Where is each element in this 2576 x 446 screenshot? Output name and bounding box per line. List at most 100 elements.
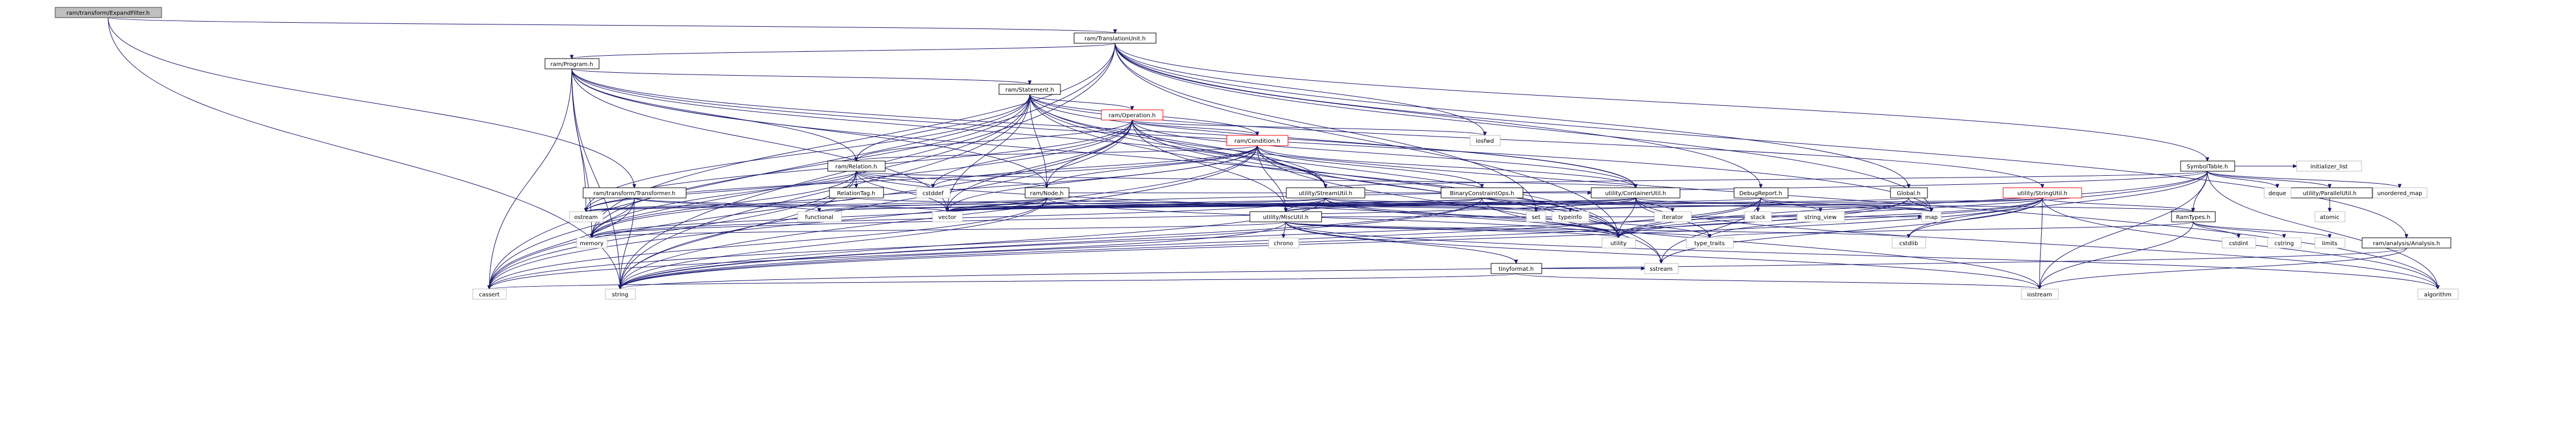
node-label: ram/Condition.h bbox=[1235, 138, 1281, 144]
node-box bbox=[1551, 211, 1590, 222]
node-box bbox=[569, 211, 604, 222]
edge-miscutil-to-cassert bbox=[489, 221, 1286, 289]
edge-transformer-to-string bbox=[620, 197, 635, 289]
edge-stringutil-to-ramtypes bbox=[2042, 197, 2193, 212]
graph-node-symboltable[interactable]: SymbolTable.h bbox=[2180, 160, 2235, 172]
graph-node-relation[interactable]: ram/Relation.h bbox=[827, 160, 886, 172]
graph-node-binaryops[interactable]: BinaryConstraintOps.h bbox=[1440, 187, 1524, 199]
graph-node-containerutil[interactable]: utility/ContainerUtil.h bbox=[1591, 187, 1681, 199]
node-box bbox=[1469, 135, 1501, 146]
graph-node-expandfilter: ram/transform/ExpandFilter.h bbox=[55, 7, 162, 18]
node-label: ram/Relation.h bbox=[835, 164, 877, 170]
node-box bbox=[1491, 263, 1542, 274]
node-label: utility/MiscUtil.h bbox=[1263, 214, 1308, 221]
graph-node-iosfwd: iosfwd bbox=[1469, 135, 1501, 146]
edge-symboltable-to-cstdlib bbox=[1909, 171, 2208, 238]
graph-node-unordered_map: unordered_map bbox=[2372, 187, 2428, 199]
graph-node-set: set bbox=[1526, 211, 1546, 222]
graph-node-initializer_list: initializer_list bbox=[2296, 160, 2362, 172]
graph-node-string_view: string_view bbox=[1797, 211, 1845, 222]
node-label: string bbox=[612, 292, 629, 298]
edge-node-to-ostream bbox=[586, 197, 1047, 212]
edge-relation-to-containerutil bbox=[856, 171, 1636, 188]
graph-node-miscutil[interactable]: utility/MiscUtil.h bbox=[1249, 211, 1322, 222]
graph-node-stringutil[interactable]: utility/StringUtil.h bbox=[2003, 187, 2082, 199]
node-box bbox=[605, 288, 636, 300]
graph-node-stack: stack bbox=[1744, 211, 1772, 222]
edge-statement-to-vector bbox=[947, 94, 1030, 212]
node-box bbox=[1892, 237, 1926, 249]
graph-node-type_traits: type_traits bbox=[1686, 237, 1734, 249]
graph-node-statement[interactable]: ram/Statement.h bbox=[998, 84, 1061, 95]
graph-node-program[interactable]: ram/Program.h bbox=[544, 58, 600, 69]
graph-node-global[interactable]: Global.h bbox=[1890, 187, 1928, 199]
edge-operation-to-condition bbox=[1132, 119, 1257, 135]
edge-binaryops-to-string bbox=[620, 197, 1483, 289]
graph-node-iostream: iostream bbox=[2021, 288, 2059, 300]
edge-symboltable-to-streamutil bbox=[1326, 171, 2208, 188]
edge-transformer-to-memory bbox=[592, 197, 635, 238]
node-label: ram/Operation.h bbox=[1109, 113, 1156, 119]
edge-operation-to-iosfwd bbox=[1132, 119, 1485, 135]
node-box bbox=[1249, 211, 1322, 222]
edge-translationunit-to-global bbox=[1114, 43, 1909, 188]
edge-symboltable-to-iostream bbox=[2040, 171, 2208, 289]
nodes-layer: ram/transform/ExpandFilter.h ram/Translat… bbox=[55, 7, 2459, 300]
node-box bbox=[2003, 187, 2082, 199]
edge-tinyformat-to-iostream bbox=[1516, 273, 2040, 289]
edge-symboltable-to-unordered_map bbox=[2207, 171, 2400, 188]
edge-statement-to-stringutil bbox=[1029, 94, 2042, 188]
graph-node-debugreport[interactable]: DebugReport.h bbox=[1733, 187, 1789, 199]
node-label: RamTypes.h bbox=[2176, 214, 2210, 221]
node-box bbox=[1686, 237, 1734, 249]
node-label: chrono bbox=[1274, 241, 1293, 247]
graph-node-ramtypes[interactable]: RamTypes.h bbox=[2171, 211, 2216, 222]
edge-program-to-string bbox=[571, 68, 620, 289]
edge-operation-to-miscutil bbox=[1132, 119, 1286, 212]
edge-symboltable-to-utility bbox=[1619, 171, 2208, 238]
graph-node-operation[interactable]: ram/Operation.h bbox=[1101, 109, 1163, 121]
edge-debugreport-to-sstream bbox=[1661, 197, 1761, 263]
node-box bbox=[1644, 263, 1679, 274]
edge-streamutil-to-map bbox=[1325, 197, 1931, 212]
edge-transformer-to-functional bbox=[634, 197, 819, 212]
graph-node-analysis[interactable]: ram/analysis/Analysis.h bbox=[2362, 237, 2451, 249]
graph-node-condition[interactable]: ram/Condition.h bbox=[1226, 135, 1289, 146]
edge-symboltable-to-algorithm bbox=[2207, 171, 2438, 289]
edge-condition-to-vector bbox=[947, 145, 1258, 212]
edge-symboltable-to-deque bbox=[2207, 171, 2277, 188]
edge-global-to-map bbox=[1908, 197, 1931, 212]
edge-binaryops-to-iostream bbox=[1481, 197, 2040, 289]
node-box bbox=[2264, 187, 2292, 199]
node-label: ram/transform/ExpandFilter.h bbox=[67, 10, 150, 16]
edge-translationunit-to-program bbox=[572, 43, 1116, 59]
graph-node-deque: deque bbox=[2264, 187, 2292, 199]
graph-node-node[interactable]: ram/Node.h bbox=[1025, 187, 1070, 199]
graph-node-parallelutil[interactable]: utility/ParallelUtil.h bbox=[2286, 187, 2373, 199]
edge-program-to-utility bbox=[571, 68, 1619, 238]
edge-transformer-to-vector bbox=[634, 197, 947, 212]
node-box bbox=[2296, 160, 2362, 172]
edge-program-to-statement bbox=[571, 68, 1030, 84]
graph-node-relationtag[interactable]: RelationTag.h bbox=[829, 187, 884, 199]
graph-node-transformer[interactable]: ram/transform/Transformer.h bbox=[583, 187, 687, 199]
edge-node-to-string bbox=[620, 197, 1047, 289]
graph-node-tinyformat[interactable]: tinyformat.h bbox=[1491, 263, 1542, 274]
edge-containerutil-to-iterator bbox=[1635, 197, 1673, 212]
node-box bbox=[1654, 211, 1692, 222]
node-box bbox=[2180, 160, 2235, 172]
edge-stringutil-to-type_traits bbox=[1710, 197, 2043, 238]
node-label: deque bbox=[2268, 191, 2286, 197]
edge-ramtypes-to-cstring bbox=[2193, 221, 2284, 238]
edge-condition-to-cassert bbox=[489, 145, 1258, 289]
graph-node-translationunit[interactable]: ram/TranslationUnit.h bbox=[1074, 32, 1157, 44]
edge-stringutil-to-vector bbox=[947, 197, 2043, 212]
node-box bbox=[472, 288, 507, 300]
node-label: ram/Statement.h bbox=[1005, 87, 1054, 93]
node-box bbox=[2362, 237, 2451, 249]
node-label: atomic bbox=[2320, 214, 2339, 221]
edge-translationunit-to-analysis bbox=[1114, 43, 2406, 238]
node-label: string_view bbox=[1805, 214, 1837, 221]
graph-node-streamutil[interactable]: utility/StreamUtil.h bbox=[1286, 187, 1365, 199]
